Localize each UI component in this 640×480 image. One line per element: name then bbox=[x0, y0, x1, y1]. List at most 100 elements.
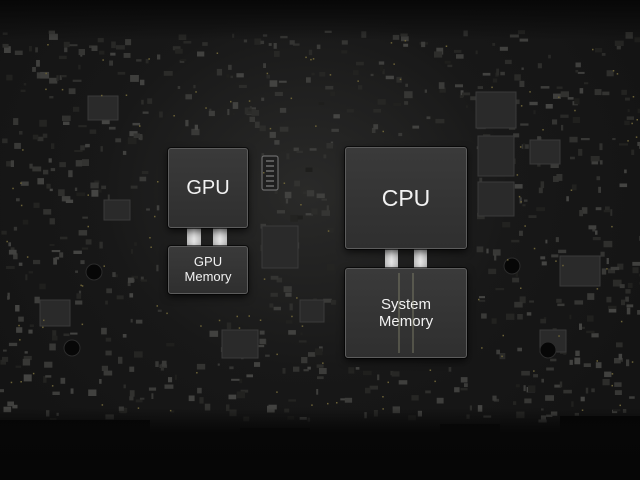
pcb-component bbox=[123, 53, 131, 58]
pcb-component bbox=[524, 199, 528, 202]
pcb-component bbox=[48, 158, 52, 163]
pcb-component bbox=[99, 379, 102, 384]
pcb-solder-dot bbox=[635, 136, 638, 138]
pcb-solder-dot bbox=[87, 194, 89, 196]
pcb-component bbox=[523, 143, 526, 150]
pcb-component bbox=[49, 96, 54, 99]
pcb-component bbox=[569, 359, 573, 365]
pcb-component bbox=[306, 77, 311, 83]
pcb-component bbox=[571, 401, 574, 407]
pcb-component bbox=[129, 396, 134, 401]
pcb-component bbox=[4, 46, 11, 53]
pcb-component bbox=[76, 293, 82, 299]
pcb-component bbox=[60, 377, 66, 384]
pcb-component bbox=[540, 256, 546, 260]
cpu-memory-bus-right bbox=[414, 248, 427, 270]
pcb-component bbox=[596, 176, 601, 181]
pcb-component bbox=[151, 393, 154, 399]
pcb-component bbox=[179, 60, 185, 63]
pcb-ic bbox=[529, 139, 561, 165]
pcb-mounting-hole bbox=[539, 341, 557, 359]
pcb-solder-dot bbox=[619, 404, 621, 407]
pcb-component bbox=[288, 330, 296, 335]
pcb-component bbox=[537, 162, 541, 167]
pcb-component bbox=[514, 301, 523, 308]
pcb-component bbox=[513, 133, 520, 138]
pcb-component bbox=[616, 342, 623, 348]
pcb-component bbox=[495, 288, 505, 291]
pcb-component bbox=[230, 75, 233, 79]
pcb-component bbox=[619, 143, 628, 146]
pcb-component bbox=[603, 209, 611, 213]
pcb-component bbox=[127, 281, 131, 287]
pcb-component bbox=[49, 343, 56, 351]
pcb-component bbox=[135, 319, 143, 324]
pcb-component bbox=[76, 192, 86, 197]
pcb-component bbox=[506, 313, 515, 320]
pcb-component bbox=[601, 268, 607, 275]
pcb-component bbox=[46, 183, 51, 189]
pcb-component bbox=[456, 54, 464, 59]
pcb-component bbox=[594, 89, 602, 96]
pcb-component bbox=[453, 49, 462, 53]
pcb-component bbox=[40, 71, 50, 79]
pcb-solder-dot bbox=[478, 298, 480, 301]
pcb-component bbox=[606, 70, 614, 77]
pcb-component bbox=[585, 387, 589, 394]
pcb-connector-pin bbox=[266, 160, 274, 162]
pcb-component bbox=[94, 180, 100, 184]
pcb-component bbox=[23, 83, 27, 86]
pcb-component bbox=[226, 404, 230, 412]
pcb-connector-pin bbox=[266, 185, 274, 187]
pcb-component bbox=[232, 112, 235, 116]
pcb-component bbox=[129, 131, 138, 137]
pcb-solder-dot bbox=[387, 381, 389, 384]
pcb-component bbox=[610, 266, 620, 271]
pcb-component bbox=[204, 403, 211, 411]
pcb-solder-dot bbox=[519, 146, 522, 148]
pcb-component bbox=[391, 371, 400, 377]
pcb-component bbox=[32, 166, 42, 172]
pcb-component bbox=[29, 324, 34, 327]
pcb-component bbox=[259, 330, 265, 335]
pcb-component bbox=[496, 68, 500, 76]
pcb-component bbox=[13, 118, 19, 125]
pcb-component bbox=[398, 132, 403, 137]
pcb-component bbox=[61, 75, 67, 78]
pcb-component bbox=[58, 189, 65, 196]
pcb-component bbox=[82, 216, 88, 219]
pcb-component bbox=[292, 43, 300, 46]
pcb-component bbox=[464, 383, 468, 388]
pcb-solder-dot bbox=[524, 225, 526, 227]
pcb-component bbox=[164, 384, 174, 389]
pcb-component bbox=[127, 277, 134, 283]
pcb-component bbox=[73, 250, 82, 254]
pcb-component bbox=[341, 40, 348, 45]
pcb-component bbox=[80, 145, 85, 151]
pcb-component bbox=[550, 358, 557, 362]
pcb-component bbox=[254, 121, 260, 128]
pcb-component bbox=[307, 366, 311, 370]
pcb-solder-dot bbox=[296, 297, 298, 299]
pcb-solder-dot bbox=[248, 315, 250, 317]
pcb-component bbox=[305, 167, 313, 172]
pcb-component bbox=[528, 215, 537, 218]
pcb-component bbox=[109, 60, 113, 66]
pcb-component bbox=[546, 367, 554, 371]
pcb-component bbox=[373, 108, 381, 113]
pcb-solder-dot bbox=[327, 402, 329, 405]
pcb-component bbox=[540, 181, 545, 189]
pcb-component bbox=[50, 168, 56, 172]
pcb-component bbox=[581, 207, 588, 214]
pcb-component bbox=[276, 210, 285, 214]
pcb-component bbox=[7, 401, 14, 407]
pcb-component bbox=[602, 91, 610, 96]
pcb-component bbox=[2, 356, 9, 362]
pcb-solder-dot bbox=[45, 72, 47, 75]
pcb-component bbox=[321, 210, 330, 216]
pcb-component bbox=[325, 85, 334, 90]
pcb-component bbox=[545, 395, 554, 401]
pcb-component bbox=[591, 159, 599, 165]
pcb-component bbox=[197, 51, 205, 57]
